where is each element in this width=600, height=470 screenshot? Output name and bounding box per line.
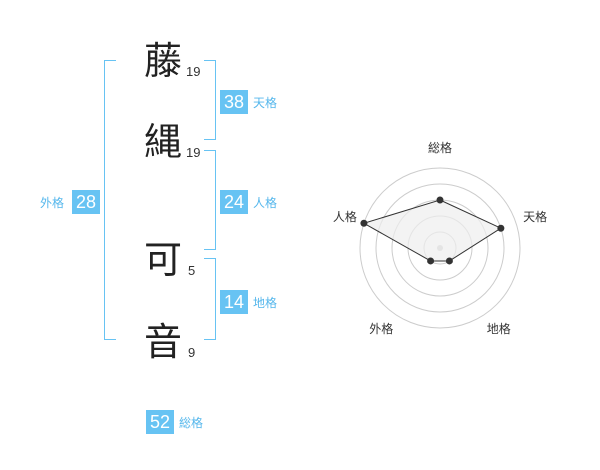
jinkaku-bracket	[204, 150, 216, 250]
chikaku-value: 14	[220, 290, 248, 314]
radar-point-1	[497, 224, 505, 232]
tenkaku-label: 天格	[253, 96, 278, 110]
tenkaku-bracket	[204, 60, 216, 140]
soukaku-value: 52	[146, 410, 174, 434]
radar-axis-label-3: 外格	[369, 321, 393, 336]
tenkaku-value: 38	[220, 90, 248, 114]
jinkaku-label: 人格	[253, 196, 278, 210]
radar-polygon	[362, 199, 502, 262]
chikaku-label: 地格	[253, 296, 278, 310]
jinkaku-value: 24	[220, 190, 248, 214]
radar-axis-label-4: 人格	[333, 209, 357, 224]
radar-grid-ring	[359, 167, 521, 329]
chikaku-bracket	[204, 258, 216, 340]
radar-point-4	[360, 219, 368, 227]
stroke-count-1: 19	[186, 64, 201, 79]
soukaku-label: 総格	[179, 416, 204, 430]
radar-point-3	[427, 257, 435, 265]
gaikaku-value: 28	[72, 190, 100, 214]
radar-axis-label-0: 総格	[428, 140, 452, 155]
radar-point-2	[445, 257, 453, 265]
gaikaku-label: 外格	[40, 196, 65, 210]
name-character-1: 藤	[143, 39, 182, 83]
radar-grid-ring	[375, 183, 505, 313]
radar-series	[360, 196, 505, 265]
stroke-count-4: 9	[188, 345, 196, 360]
name-character-4: 音	[143, 320, 182, 364]
name-character-2: 縄	[143, 120, 182, 164]
stroke-count-3: 5	[188, 263, 196, 278]
radar-axis-label-2: 地格	[487, 321, 511, 336]
gaikaku-bracket	[104, 60, 116, 340]
radar-axis-label-1: 天格	[523, 209, 547, 224]
stroke-count-2: 19	[186, 145, 201, 160]
name-character-3: 可	[143, 238, 182, 282]
radar-point-0	[436, 196, 444, 204]
